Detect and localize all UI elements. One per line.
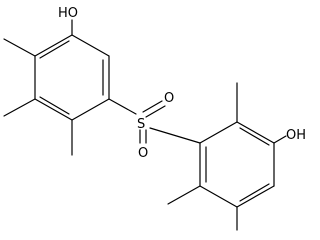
right-benzene-ring	[199, 121, 275, 208]
chemical-structure: HO S O O OH	[3, 6, 306, 231]
double-bond-inner	[39, 96, 70, 115]
bond	[236, 121, 275, 144]
hydroxyl-label-top-left: HO	[58, 6, 78, 21]
sulfonyl-oxygen-upper-label: O	[164, 91, 174, 106]
double-bond-inner	[239, 183, 270, 202]
left-ring-substituents	[3, 19, 137, 156]
left-benzene-ring	[34, 34, 110, 121]
bond	[34, 98, 73, 121]
sulfur-label: S	[137, 117, 145, 132]
bond-to-sulfur	[108, 98, 137, 115]
sulfonyl-oxygen-lower-label: O	[138, 146, 148, 161]
bond-to-oh	[273, 135, 287, 144]
sulfonyl-group	[139, 100, 201, 144]
double-bond-inner	[239, 127, 270, 146]
structure-canvas: HO S O O OH	[3, 6, 307, 231]
bond	[236, 185, 275, 208]
bond	[71, 98, 110, 121]
bond	[34, 34, 73, 57]
methyl-bond	[3, 38, 36, 57]
hydroxyl-label-right: OH	[286, 128, 306, 143]
s-o-double-bond	[142, 100, 163, 113]
bond-to-sulfur	[149, 127, 201, 144]
bond	[199, 121, 238, 144]
double-bond-inner	[39, 40, 70, 59]
methyl-bond	[3, 98, 36, 117]
bond	[199, 185, 238, 208]
methyl-bond	[167, 185, 201, 205]
s-o-double-bond	[145, 105, 166, 118]
bond	[71, 34, 110, 57]
right-ring-substituents	[167, 82, 287, 231]
